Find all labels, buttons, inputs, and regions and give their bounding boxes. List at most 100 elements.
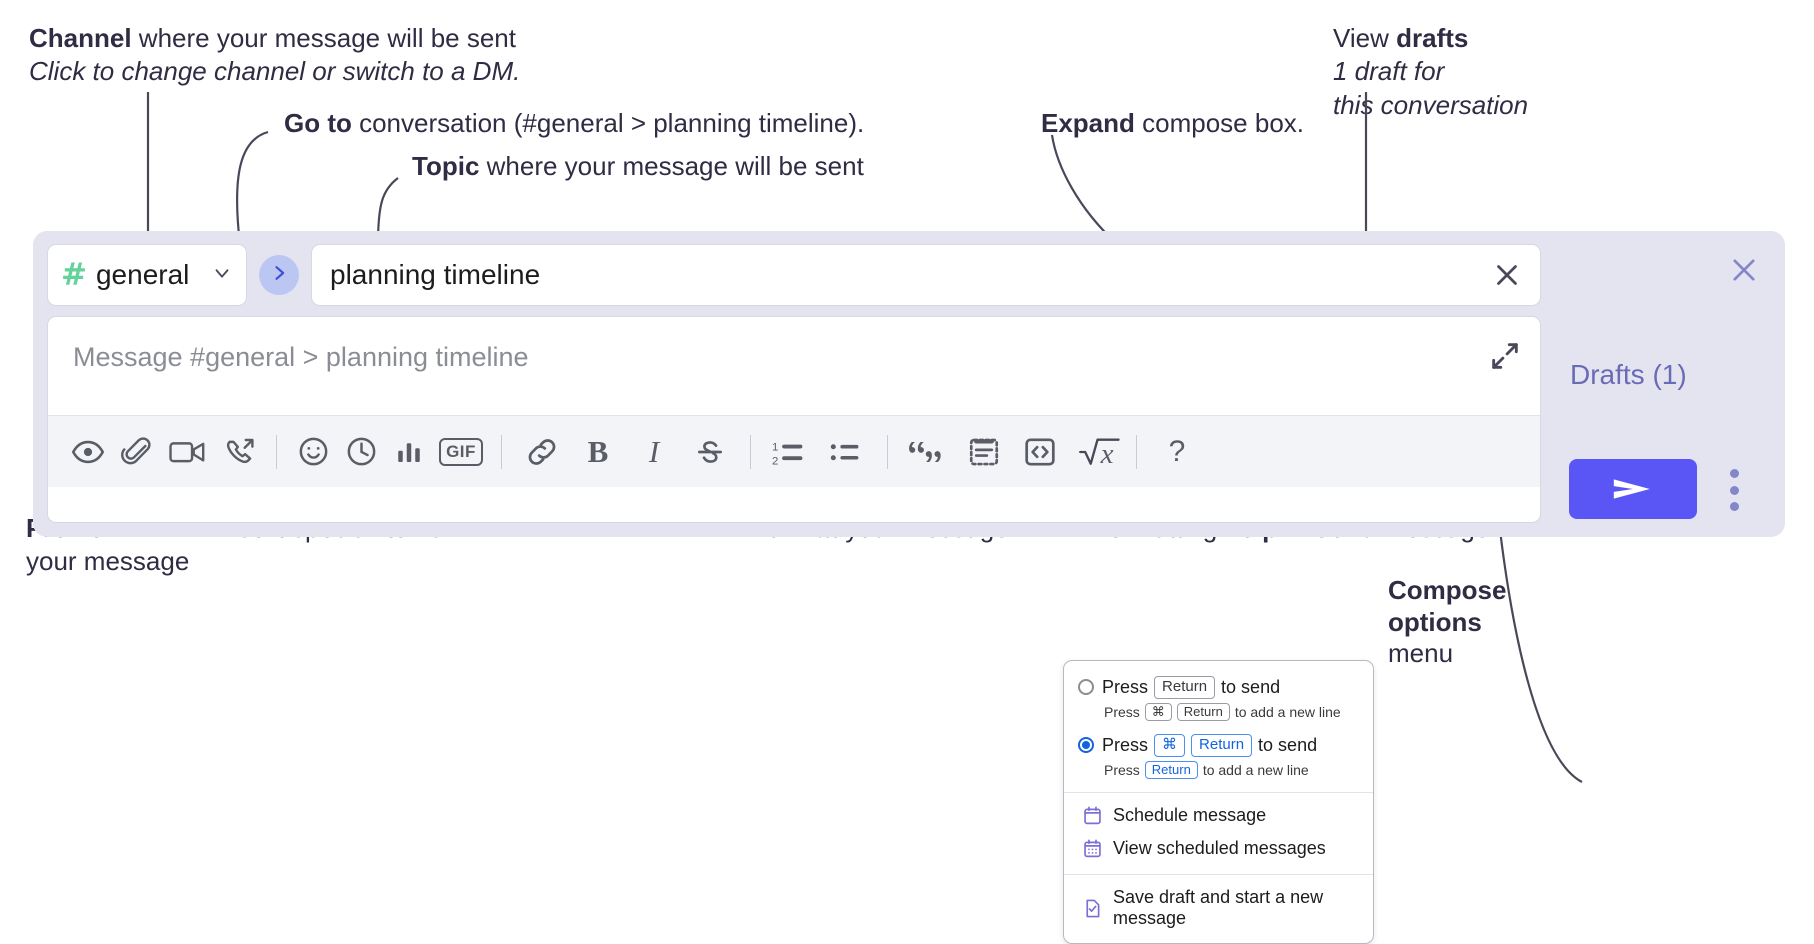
save-draft-icon (1082, 898, 1103, 919)
italic-icon[interactable]: I (626, 428, 682, 476)
drafts-link[interactable]: Drafts (1) (1570, 359, 1687, 390)
option1-sub-press: Press (1104, 703, 1140, 720)
link-icon[interactable] (514, 428, 570, 476)
annotation-topic-bold: Topic (412, 151, 480, 181)
send-option-cmd-return[interactable]: Press ⌘ Return to send (1064, 731, 1373, 760)
annotation-compose-options-rest: menu (1388, 638, 1454, 669)
chevron-right-icon (269, 263, 289, 288)
formatting-toolbar: GIF B I (48, 415, 1540, 487)
compose-options-popup: Press Return to send Press ⌘ Return to a… (1063, 660, 1374, 944)
annotation-goto-bold: Go to (284, 108, 352, 138)
math-x-label: x (1100, 437, 1114, 470)
compose-header-row: # general planning timeline (47, 244, 1541, 306)
bold-icon[interactable]: B (570, 428, 626, 476)
kebab-dot-3 (1729, 502, 1739, 511)
toolbar-divider-5 (1136, 434, 1137, 469)
chevron-down-icon (211, 262, 233, 289)
compose-widget: # general planning timeline (33, 231, 1785, 537)
kebab-dot-2 (1729, 485, 1739, 495)
clock-icon[interactable] (337, 428, 385, 476)
option1-press: Press (1102, 676, 1149, 697)
menu-item-save-draft-label: Save draft and start a new message (1113, 887, 1324, 928)
option2-tail: to send (1258, 734, 1318, 755)
math-icon[interactable]: x (1068, 428, 1124, 476)
option1-key-return: Return (1154, 676, 1216, 699)
annotation-compose-options-bold1: Compose (1388, 575, 1507, 605)
channel-selector[interactable]: # general (47, 244, 247, 306)
annotation-compose-options: Compose options menu (1388, 575, 1506, 670)
send-paper-plane-icon (1613, 479, 1650, 499)
annotation-expand-rest: compose box. (1134, 108, 1305, 138)
menu-item-view-scheduled[interactable]: View scheduled messages (1064, 832, 1373, 865)
annotation-drafts-italic2: this conversation (1333, 89, 1529, 120)
calendar-schedule-icon (1082, 805, 1103, 826)
goto-conversation-button[interactable] (259, 255, 299, 295)
italic-label: I (648, 433, 660, 469)
calendar-view-icon (1082, 838, 1103, 859)
compose-main-column: # general planning timeline (47, 244, 1541, 523)
annotation-channel-rest: where your message will be sent (131, 23, 516, 53)
option1-tail: to send (1221, 676, 1281, 697)
close-icon[interactable] (1727, 253, 1761, 287)
gif-label: GIF (439, 437, 483, 466)
annotation-preview-rest: your message (26, 546, 190, 577)
kebab-dot-1 (1729, 469, 1739, 478)
send-option-return[interactable]: Press Return to send (1064, 673, 1373, 702)
help-label: ? (1168, 434, 1186, 468)
send-option-return-sub: Press ⌘ Return to add a new line (1064, 702, 1373, 725)
message-input[interactable]: Message #general > planning timeline (48, 317, 1540, 415)
code-icon[interactable] (1012, 428, 1068, 476)
strikethrough-icon[interactable] (682, 428, 738, 476)
option1-sub-key-return: Return (1176, 702, 1230, 721)
blockquote-icon[interactable] (900, 428, 956, 476)
toolbar-divider-3 (750, 434, 751, 469)
topic-input[interactable]: planning timeline (311, 244, 1541, 306)
toolbar-divider (276, 434, 277, 469)
gif-icon[interactable]: GIF (433, 428, 489, 476)
svg-text:1: 1 (772, 441, 778, 453)
attachment-icon[interactable] (112, 428, 160, 476)
annotation-drafts-italic1: 1 draft for (1333, 56, 1445, 87)
annotation-topic: Topic where your message will be sent (412, 150, 864, 183)
channel-name-label: general (95, 259, 190, 290)
send-option-cmd-return-sub: Press Return to add a new line (1064, 760, 1373, 783)
option1-sub-key-cmd: ⌘ (1144, 702, 1172, 721)
menu-item-schedule-message[interactable]: Schedule message (1064, 799, 1373, 832)
option1-sub-tail: to add a new line (1234, 703, 1341, 720)
emoji-icon[interactable] (289, 428, 337, 476)
help-icon[interactable]: ? (1149, 428, 1205, 476)
option2-sub-tail: to add a new line (1202, 761, 1309, 778)
clear-topic-icon[interactable] (1490, 258, 1524, 292)
radio-return[interactable] (1078, 679, 1094, 696)
annotation-goto: Go to conversation (#general > planning … (284, 107, 864, 140)
option2-sub-key-return: Return (1144, 760, 1198, 779)
send-button[interactable] (1569, 459, 1697, 519)
bold-label: B (587, 433, 609, 469)
expand-compose-icon[interactable] (1488, 339, 1522, 373)
topic-value: planning timeline (330, 259, 541, 290)
annotation-drafts-bold: drafts (1396, 23, 1469, 53)
annotation-channel: Channel where your message will be sent … (29, 22, 520, 89)
annotation-drafts-lead: View (1333, 23, 1397, 53)
radio-cmd-return[interactable] (1078, 737, 1094, 754)
option2-key-cmd: ⌘ (1154, 734, 1186, 757)
compose-options-menu-button[interactable] (1723, 469, 1745, 511)
annotation-channel-italic: Click to change channel or switch to a D… (29, 56, 521, 87)
video-icon[interactable] (160, 428, 216, 476)
code-block-icon[interactable] (956, 428, 1012, 476)
menu-item-save-draft[interactable]: Save draft and start a new message (1064, 881, 1373, 935)
hash-icon: # (61, 256, 87, 293)
menu-divider-1 (1064, 792, 1373, 793)
annotation-goto-rest: conversation (#general > planning timeli… (351, 108, 865, 138)
preview-icon[interactable] (64, 428, 112, 476)
toolbar-divider-4 (887, 434, 888, 469)
toolbar-divider-2 (501, 434, 502, 469)
bulleted-list-icon[interactable] (819, 428, 875, 476)
annotation-compose-options-bold2: options (1388, 606, 1482, 637)
poll-icon[interactable] (385, 428, 433, 476)
menu-item-view-scheduled-label: View scheduled messages (1113, 838, 1326, 858)
call-icon[interactable] (216, 428, 264, 476)
annotation-drafts: View drafts 1 draft for this conversatio… (1333, 22, 1528, 122)
compose-right-column: Drafts (1) (1541, 231, 1785, 537)
